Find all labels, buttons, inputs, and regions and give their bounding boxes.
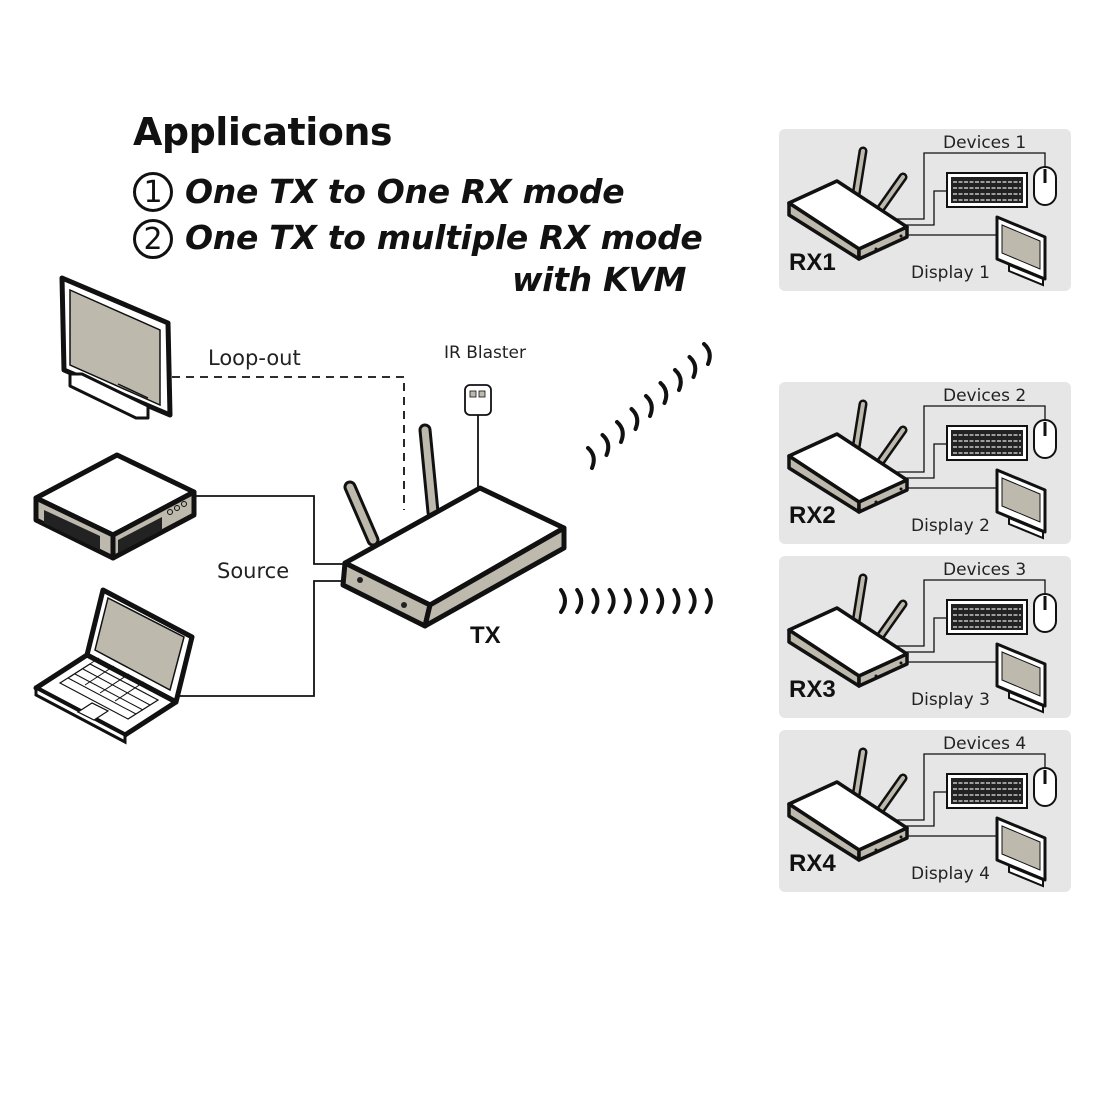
ir-blaster-icon — [464, 384, 492, 488]
mode-2-label: One TX to multiple RX mode — [185, 218, 703, 257]
rx-devices-label: Devices 1 — [943, 133, 1027, 153]
keyboard-icon — [946, 425, 1028, 461]
loopout-label: Loop-out — [208, 346, 301, 370]
wave-arc — [591, 588, 600, 614]
rx-devices-art — [787, 747, 1057, 888]
source-connector-2 — [178, 580, 347, 697]
rx-display-label: Display 2 — [911, 516, 990, 536]
mouse-icon — [1033, 419, 1057, 459]
source-connector-1 — [196, 495, 347, 565]
display-icon — [995, 816, 1047, 888]
mode-2-label-continued: with KVM — [512, 260, 687, 299]
media-player-icon — [33, 452, 197, 561]
wave-arc — [658, 381, 669, 405]
wave-arc — [688, 588, 697, 614]
rx-unit-icon — [787, 606, 909, 688]
rx-devices-art — [787, 399, 1057, 540]
display-icon — [995, 215, 1047, 287]
rx-unit-icon — [787, 432, 909, 514]
rx-name-label: RX3 — [789, 676, 836, 703]
mode-number-1: 1 — [133, 172, 173, 212]
monitor-icon — [59, 275, 173, 420]
rx-devices-label: Devices 3 — [943, 560, 1027, 580]
source-label: Source — [217, 559, 290, 583]
rx-name-label: RX4 — [789, 850, 836, 877]
wave-arc — [673, 368, 683, 392]
laptop-icon — [33, 587, 195, 745]
wave-arc — [629, 407, 640, 431]
wave-arc — [586, 446, 596, 470]
rx-name-label: RX2 — [789, 502, 836, 529]
mouse-icon — [1033, 593, 1057, 633]
keyboard-icon — [946, 599, 1028, 635]
receiver-panel-rx2: Devices 2 Display 2 RX2 — [779, 382, 1071, 544]
display-icon — [995, 468, 1047, 540]
tx-label: TX — [470, 622, 501, 649]
wave-arc — [656, 588, 665, 614]
display-icon — [995, 642, 1047, 714]
wave-arc — [600, 433, 611, 457]
wave-arc — [687, 355, 698, 379]
rx-devices-art — [787, 146, 1057, 287]
page-title: Applications — [133, 110, 393, 154]
receiver-panel-rx1: Devices 1 Display 1 RX1 — [779, 129, 1071, 291]
rx-display-label: Display 1 — [911, 263, 990, 283]
wireless-signal-diagonal — [586, 342, 712, 470]
tx-unit-icon — [340, 423, 567, 629]
wave-arc — [640, 588, 648, 614]
mouse-icon — [1033, 166, 1057, 206]
wireless-signal-horizontal — [559, 588, 713, 614]
receiver-panel-rx4: Devices 4 Display 4 RX4 — [779, 730, 1071, 892]
mode-1-label: One TX to One RX mode — [185, 172, 625, 211]
rx-display-label: Display 4 — [911, 864, 990, 884]
wave-arc — [704, 588, 713, 614]
rx-display-label: Display 3 — [911, 690, 990, 710]
wave-arc — [607, 588, 616, 614]
rx-devices-art — [787, 573, 1057, 714]
rx-devices-label: Devices 4 — [943, 734, 1027, 754]
wave-arc — [575, 588, 584, 614]
wave-arc — [702, 342, 712, 366]
loopout-connector — [172, 376, 405, 510]
rx-devices-label: Devices 2 — [943, 386, 1027, 406]
keyboard-icon — [946, 172, 1028, 208]
wave-arc — [559, 588, 567, 614]
rx-unit-icon — [787, 179, 909, 261]
wave-arc — [672, 588, 681, 614]
mode-number-2: 2 — [133, 219, 173, 259]
rx-name-label: RX1 — [789, 249, 836, 276]
receiver-panel-rx3: Devices 3 Display 3 RX3 — [779, 556, 1071, 718]
wave-arc — [623, 588, 632, 614]
keyboard-icon — [946, 773, 1028, 809]
rx-unit-icon — [787, 780, 909, 862]
ir-blaster-label: IR Blaster — [444, 343, 527, 363]
wave-arc — [644, 394, 654, 418]
wave-arc — [615, 420, 625, 444]
mouse-icon — [1033, 767, 1057, 807]
